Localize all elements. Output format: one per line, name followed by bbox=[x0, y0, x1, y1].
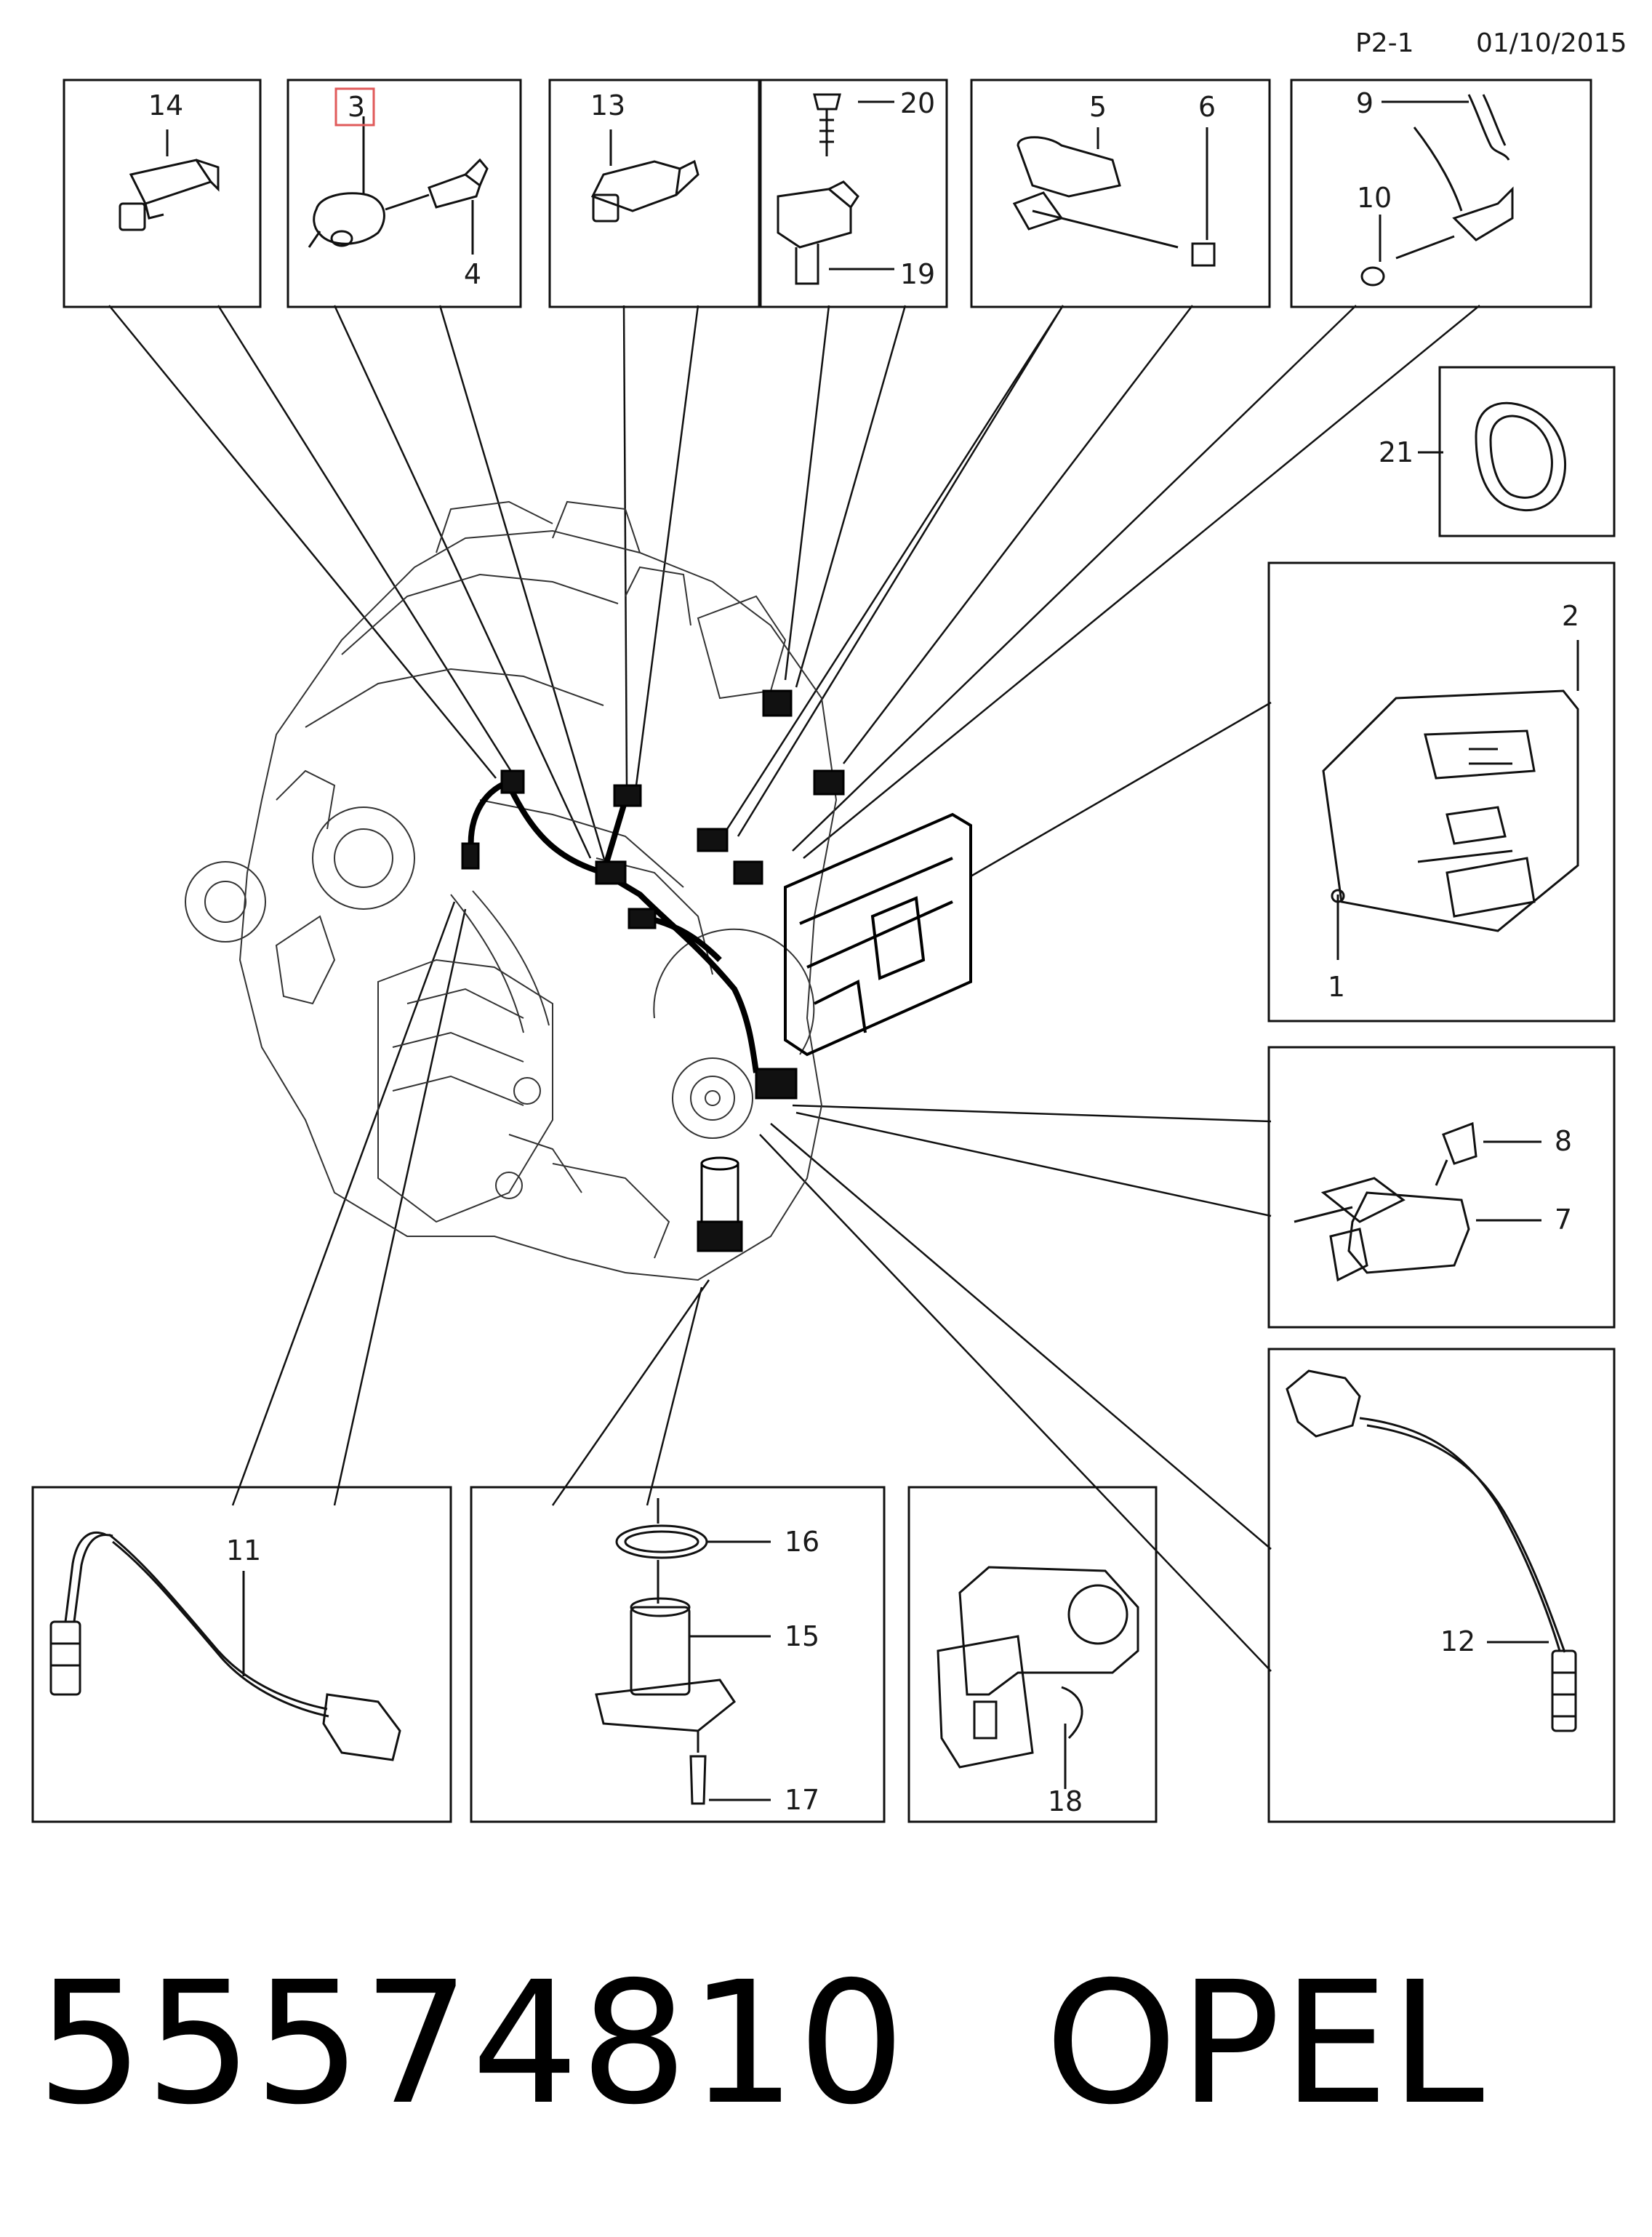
diagram-date: 01/10/2015 bbox=[1476, 28, 1627, 58]
callout-21[interactable]: 21 bbox=[1379, 436, 1414, 468]
callout-20[interactable]: 20 bbox=[900, 87, 935, 119]
callout-15[interactable]: 15 bbox=[785, 1620, 819, 1652]
callout-10[interactable]: 10 bbox=[1357, 182, 1392, 214]
callout-8[interactable]: 8 bbox=[1555, 1125, 1572, 1157]
part-19-map-sensor bbox=[777, 93, 894, 285]
selected-callout-highlight bbox=[334, 87, 375, 127]
part-14-oil-pressure-switch bbox=[119, 129, 220, 231]
part-3-knock-sensor bbox=[308, 116, 489, 255]
part-5-camshaft-sensor bbox=[1012, 127, 1216, 267]
callout-7[interactable]: 7 bbox=[1555, 1204, 1572, 1236]
part-number-title: 55574810 OPEL bbox=[36, 1942, 1485, 2145]
part-15-camshaft-position-sensor bbox=[595, 1498, 771, 1805]
callout-16[interactable]: 16 bbox=[785, 1526, 819, 1558]
wiring-harness bbox=[468, 779, 779, 1087]
engine-ecu-detail bbox=[784, 812, 972, 1057]
engine-connectors bbox=[461, 689, 845, 1252]
leader-lines bbox=[108, 305, 1480, 1672]
callout-12[interactable]: 12 bbox=[1440, 1625, 1475, 1657]
callout-numbers: 14 3 4 13 20 19 5 6 9 10 21 2 1 8 7 12 1… bbox=[148, 87, 1579, 1817]
part-18-sensor bbox=[937, 1566, 1139, 1789]
callout-13[interactable]: 13 bbox=[590, 89, 625, 121]
callout-6[interactable]: 6 bbox=[1198, 91, 1216, 123]
part-11-oxygen-sensor bbox=[49, 1531, 401, 1761]
part-number: 55574810 bbox=[36, 1945, 907, 2142]
part-1-2-engine-control-module bbox=[1322, 640, 1579, 960]
brand-name: OPEL bbox=[1044, 1945, 1486, 2142]
engine-illustration bbox=[185, 500, 838, 1281]
callout-11[interactable]: 11 bbox=[226, 1534, 261, 1566]
part-21-seal-ring bbox=[1418, 401, 1567, 512]
callout-5[interactable]: 5 bbox=[1089, 91, 1107, 123]
part-9-clip bbox=[1360, 94, 1514, 287]
callout-9[interactable]: 9 bbox=[1356, 87, 1374, 119]
callout-18[interactable]: 18 bbox=[1048, 1785, 1083, 1817]
page-reference: P2-1 bbox=[1355, 28, 1414, 58]
callout-14[interactable]: 14 bbox=[148, 89, 183, 121]
callout-19[interactable]: 19 bbox=[900, 258, 935, 290]
callout-2[interactable]: 2 bbox=[1562, 600, 1579, 632]
part-7-crankshaft-sensor bbox=[1294, 1121, 1541, 1282]
part-12-oxygen-sensor bbox=[1286, 1369, 1577, 1732]
callout-box-frames bbox=[31, 79, 1616, 1823]
part-13-pressure-sensor bbox=[590, 129, 699, 223]
callout-3[interactable]: 3 bbox=[348, 91, 365, 123]
callout-17[interactable]: 17 bbox=[785, 1784, 819, 1816]
callout-4[interactable]: 4 bbox=[464, 258, 481, 290]
callout-1[interactable]: 1 bbox=[1328, 971, 1345, 1003]
engine-sensor-15 bbox=[700, 1156, 739, 1223]
